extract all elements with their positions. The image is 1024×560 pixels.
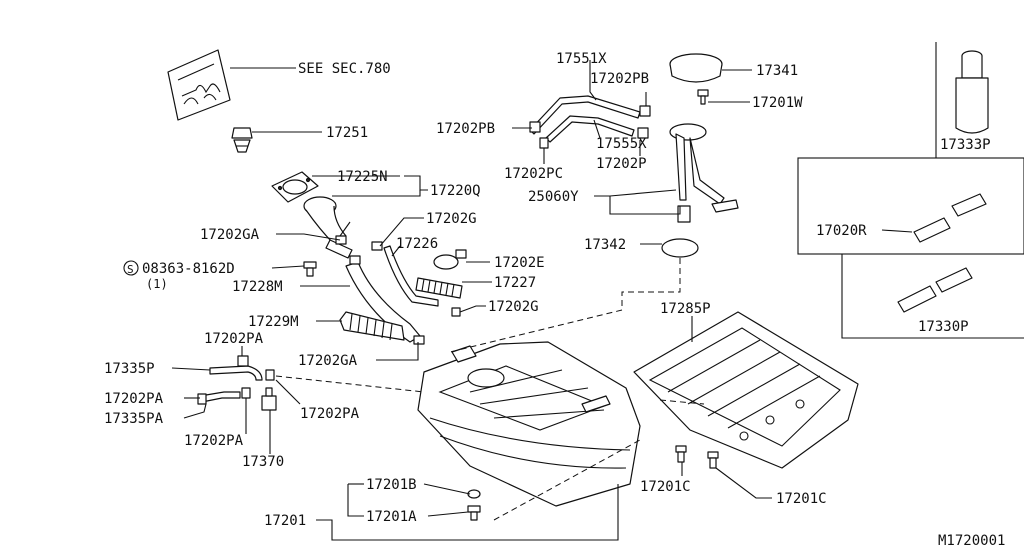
label-17330P: 17330P (918, 319, 969, 335)
label-17202PB-a: 17202PB (590, 71, 649, 87)
label-17202G-top: 17202G (426, 211, 477, 227)
label-17202E: 17202E (494, 255, 545, 271)
bolt-17201A-part (467, 505, 481, 521)
strainer-17330P-part (897, 267, 973, 313)
label-17555X: 17555X (596, 136, 647, 152)
label-bolt-qty: (1) (146, 277, 168, 291)
label-17201: 17201 (264, 513, 306, 529)
label-17202PC: 17202PC (504, 166, 563, 182)
label-17229M: 17229M (248, 314, 299, 330)
label-17220Q: 17220Q (430, 183, 481, 199)
label-17335P: 17335P (104, 361, 155, 377)
label-17225N: 17225N (337, 169, 388, 185)
label-17251: 17251 (326, 125, 368, 141)
sec780-panel-part (167, 49, 231, 121)
label-25060Y: 25060Y (528, 189, 579, 205)
vent-hose-17335P-part (209, 355, 275, 381)
label-17020R: 17020R (816, 223, 867, 239)
label-bolt-symbol: S (127, 263, 134, 276)
hose-clamps-group (335, 235, 461, 345)
hose-17226-part (383, 245, 439, 307)
fuel-tank-17201-part (417, 341, 641, 507)
gasket-17342-part (661, 238, 699, 258)
label-17227: 17227 (494, 275, 536, 291)
label-17341: 17341 (756, 63, 798, 79)
vent-hose-17335PA-part (197, 387, 251, 405)
label-17201B: 17201B (366, 477, 417, 493)
fuel-sender-25060Y-part (669, 123, 739, 223)
label-08363: 08363-8162D (142, 261, 235, 277)
vent-tube-17555X-part (545, 115, 635, 143)
valve-17370-part (261, 387, 277, 411)
label-17333P: 17333P (940, 137, 991, 153)
label-17202PA-d: 17202PA (184, 433, 244, 449)
vent-tube-17551X-part (529, 95, 641, 135)
strainer-17020R-part (913, 193, 987, 243)
part-labels: SEE SEC.780 17251 17225N 17220Q 17202GA … (104, 51, 1005, 549)
clamp-17202E-part (433, 249, 467, 270)
label-17551X: 17551X (556, 51, 607, 67)
bolt-08363-part (303, 261, 317, 277)
label-17201C-b: 17201C (776, 491, 827, 507)
label-17226: 17226 (396, 236, 438, 252)
tank-protector-17285P-part (633, 311, 859, 469)
leader-lines (171, 60, 913, 541)
label-17202PB-b: 17202PB (436, 121, 495, 137)
label-17370: 17370 (242, 454, 284, 470)
label-17202PA-b: 17202PA (104, 391, 164, 407)
lock-ring-17341-part (669, 53, 723, 83)
label-17201C-a: 17201C (640, 479, 691, 495)
label-17202PA-c: 17202PA (300, 406, 360, 422)
label-see-sec: SEE SEC.780 (298, 61, 391, 77)
screw-17201W-part (697, 89, 709, 105)
reference-boxes (797, 42, 1024, 339)
bolts-17201C-part (675, 445, 719, 469)
label-17285P: 17285P (660, 301, 711, 317)
label-17202G-mid: 17202G (488, 299, 539, 315)
dashed-connection-lines (275, 258, 705, 521)
label-17342: 17342 (584, 237, 626, 253)
label-17201A: 17201A (366, 509, 417, 525)
label-17201W: 17201W (752, 95, 803, 111)
hose-17227-part (415, 277, 463, 299)
grommet-17251-part (231, 127, 253, 153)
label-17202P: 17202P (596, 156, 647, 172)
pump-filter-17333P-part (955, 50, 989, 134)
label-17335PA: 17335PA (104, 411, 164, 427)
label-17202PA-a: 17202PA (204, 331, 264, 347)
label-17202GA-top: 17202GA (200, 227, 260, 243)
diagram-id: M1720001 (938, 533, 1005, 549)
filler-flange-17225N-part (271, 171, 319, 203)
filler-tube-17220Q-part (303, 196, 353, 259)
label-17228M: 17228M (232, 279, 283, 295)
hose-17229M-part (339, 311, 405, 341)
label-17202GA-low: 17202GA (298, 353, 358, 369)
